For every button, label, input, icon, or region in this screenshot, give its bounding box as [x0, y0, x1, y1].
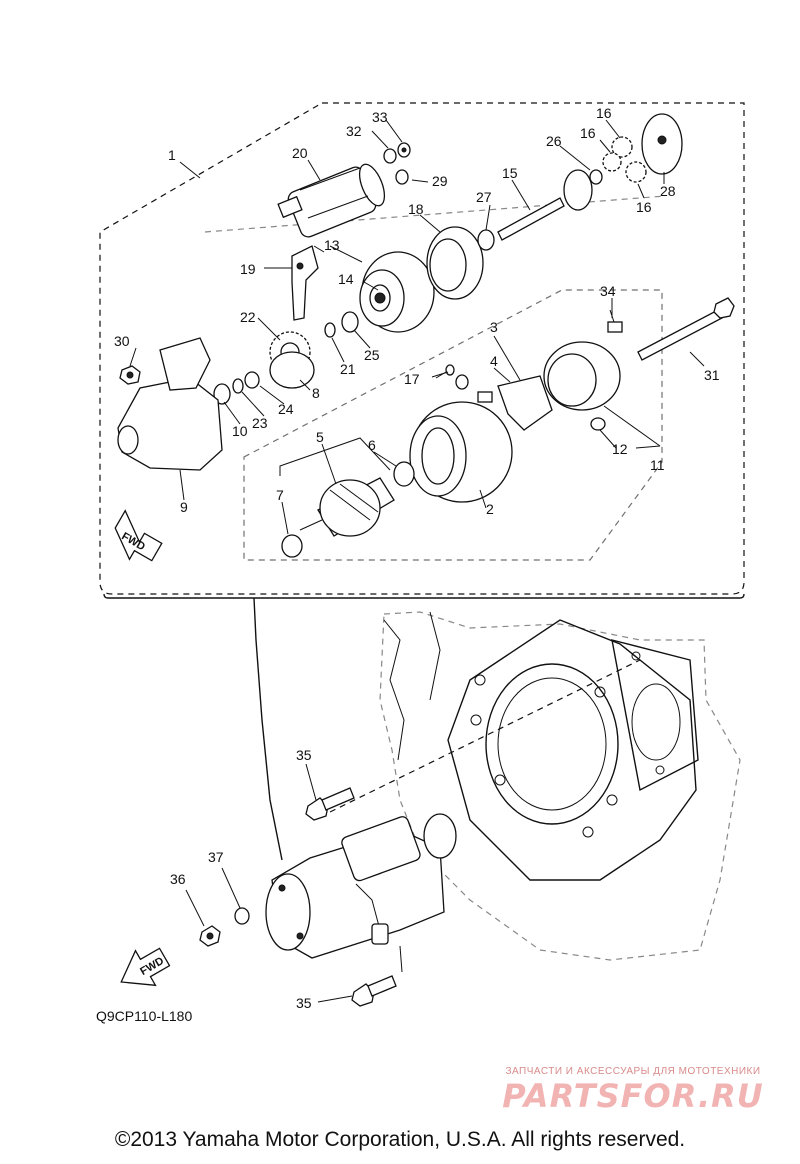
gear-housing-parts-13-14: [359, 251, 435, 333]
callout-12: 12: [612, 441, 628, 457]
plate-part-28: [641, 113, 683, 175]
shaft-part-15: [497, 169, 593, 241]
callout-34: 34: [600, 283, 616, 299]
watermark-tagline: ЗАПЧАСТИ И АКСЕССУАРЫ ДЛЯ МОТОТЕХНИКИ: [505, 1066, 761, 1077]
callout-6: 6: [368, 437, 376, 453]
leader-lines: [129, 119, 705, 1003]
callout-16b: 16: [580, 125, 596, 141]
starter-motor-assembly: [265, 813, 457, 959]
engine-block-outline: [379, 611, 741, 961]
screw-part-17: [435, 364, 455, 379]
callout-15: 15: [502, 165, 518, 181]
callout-1: 1: [168, 147, 176, 163]
engine-bolt-holes: [470, 651, 665, 838]
callout-18: 18: [408, 201, 424, 217]
assembly-boundary: [99, 102, 745, 595]
washers-32-33-29: [383, 142, 411, 185]
callout-29: 29: [432, 173, 448, 189]
callout-20: 20: [292, 145, 308, 161]
clutch-part-8: [269, 351, 315, 389]
spring-part-24: [244, 371, 260, 389]
callout-28: 28: [660, 183, 676, 199]
callout-14: 14: [338, 271, 354, 287]
watermark-logo: PARTSFOR.RU: [502, 1077, 764, 1115]
bearing-part-6: [393, 461, 415, 487]
callout-25: 25: [364, 347, 380, 363]
callout-8: 8: [312, 385, 320, 401]
washer-part-26: [589, 169, 603, 185]
callout-10: 10: [232, 423, 248, 439]
callout-19: 19: [240, 261, 256, 277]
fwd-arrow-lower: FWD: [120, 947, 171, 987]
through-bolt-part-31: [637, 297, 735, 361]
callout-3: 3: [490, 319, 498, 335]
callout-23: 23: [252, 415, 268, 431]
front-housing-part-9: [117, 337, 223, 471]
brush-holder-parts-3-4: [455, 374, 553, 431]
callout-35a: 35: [296, 747, 312, 763]
callout-4: 4: [490, 353, 498, 369]
callout-2: 2: [486, 501, 494, 517]
callout-labels: 1 2 3 4 5 6 7 8 9 10 11 12 13 14 15 16 1…: [114, 105, 720, 1011]
callout-30: 30: [114, 333, 130, 349]
callout-37: 37: [208, 849, 224, 865]
nut-part-30: [119, 365, 141, 385]
callout-24: 24: [278, 401, 294, 417]
screw-part-34: [607, 309, 623, 333]
callout-16c: 16: [636, 199, 652, 215]
callout-7: 7: [276, 487, 284, 503]
bolt-part-35-lower: [351, 975, 397, 1007]
nut-part-36: [199, 925, 221, 947]
ring-part-23: [232, 378, 244, 394]
clip-part-21: [324, 322, 336, 338]
planet-gears-part-16: [602, 136, 647, 183]
callout-5: 5: [316, 429, 324, 445]
callout-33: 33: [372, 109, 388, 125]
rear-cover-parts-11-12: [543, 341, 621, 431]
callout-32: 32: [346, 123, 362, 139]
callout-31: 31: [704, 367, 720, 383]
callout-36: 36: [170, 871, 186, 887]
callout-11: 11: [650, 457, 665, 473]
bearing-part-10: [213, 383, 231, 405]
callout-22: 22: [240, 309, 256, 325]
watermark: ЗАПЧАСТИ И АКСЕССУАРЫ ДЛЯ МОТОТЕХНИКИ PA…: [478, 1066, 788, 1115]
yoke-part-2: [409, 401, 513, 503]
washer-part-25: [341, 311, 359, 333]
callout-16a: 16: [596, 105, 612, 121]
mount-centerline: [329, 659, 641, 813]
callout-35b: 35: [296, 995, 312, 1011]
diagram-code: Q9CP110-L180: [96, 1008, 193, 1024]
callout-21: 21: [340, 361, 356, 377]
armature-part-5: [299, 477, 395, 537]
solenoid-part-20: [277, 163, 386, 238]
internal-gear-part-18: [426, 226, 484, 300]
bearing-part-7: [281, 534, 303, 558]
copyright-notice: ©2013 Yamaha Motor Corporation, U.S.A. A…: [114, 1128, 686, 1151]
callout-26: 26: [546, 133, 562, 149]
washer-part-37: [234, 907, 250, 925]
washer-part-27: [477, 229, 495, 251]
callout-13: 13: [324, 237, 340, 253]
fwd-arrow-upper: FWD: [114, 509, 163, 562]
callout-17: 17: [404, 371, 420, 387]
shift-lever-part-19: [291, 245, 319, 321]
callout-27: 27: [476, 189, 492, 205]
bolt-part-35-upper: [305, 787, 355, 821]
callout-9: 9: [180, 499, 188, 515]
